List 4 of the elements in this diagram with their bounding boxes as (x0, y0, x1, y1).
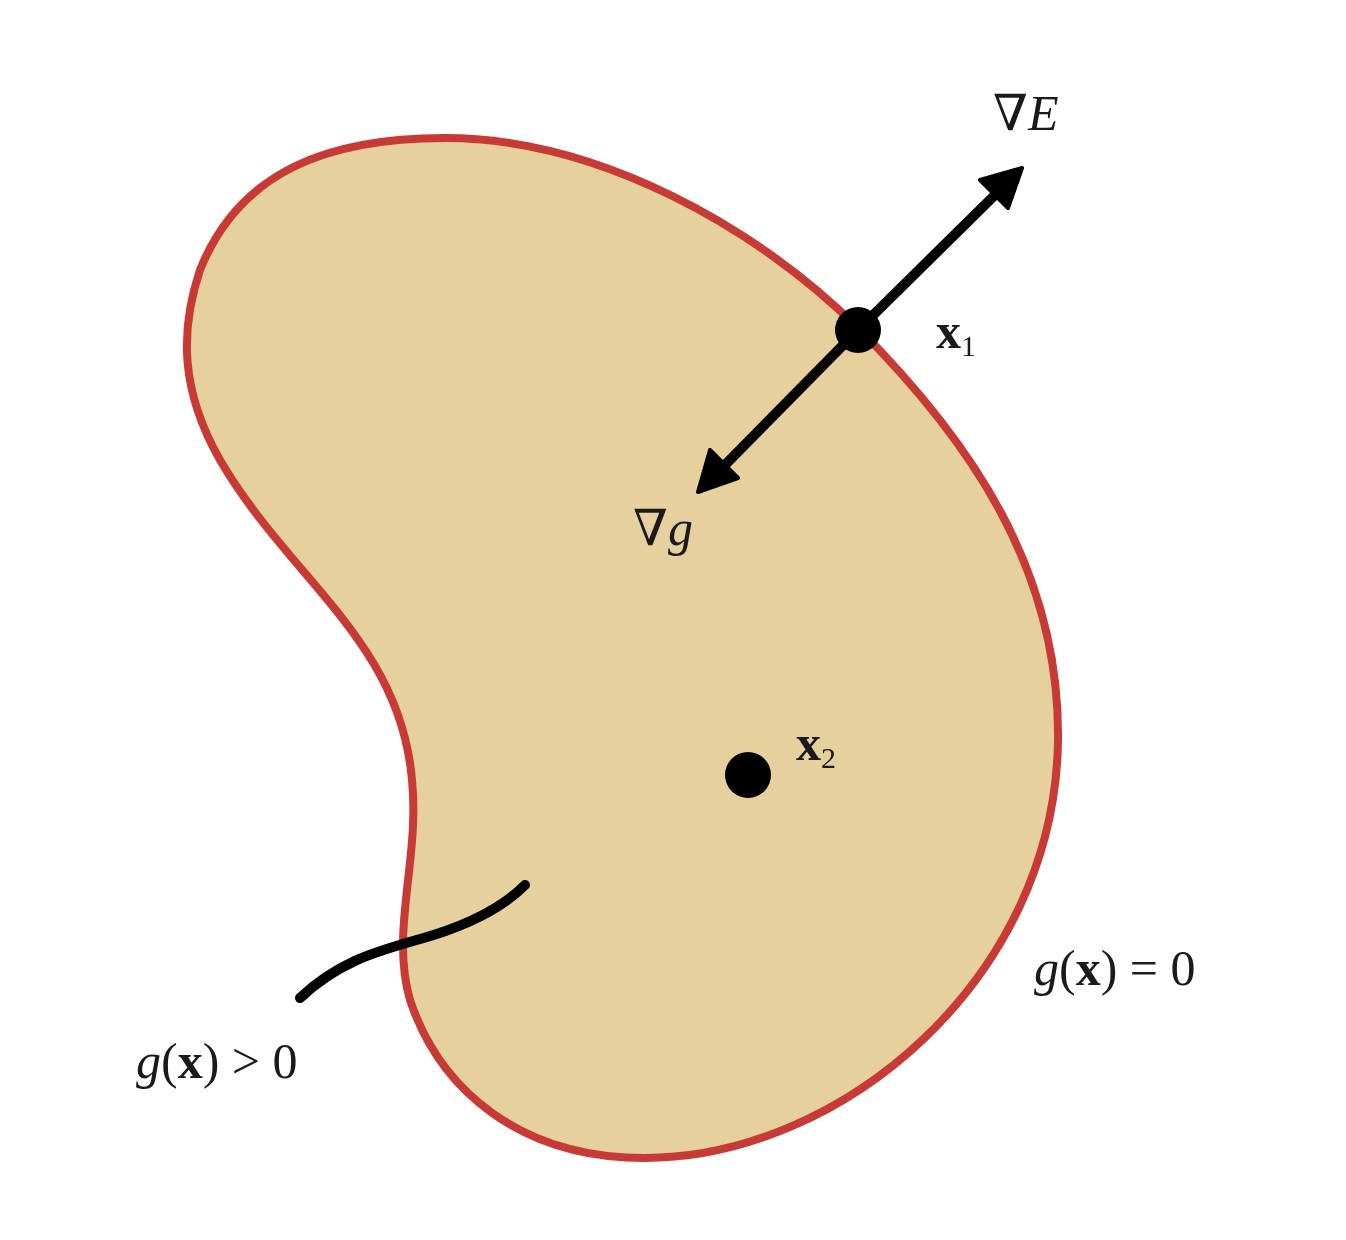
math-label: x$_{2}$ (796, 718, 836, 773)
math-label: ∇E (993, 88, 1059, 138)
leader-line (295, 880, 530, 1003)
math-label: x$_{1}$ (936, 306, 976, 361)
